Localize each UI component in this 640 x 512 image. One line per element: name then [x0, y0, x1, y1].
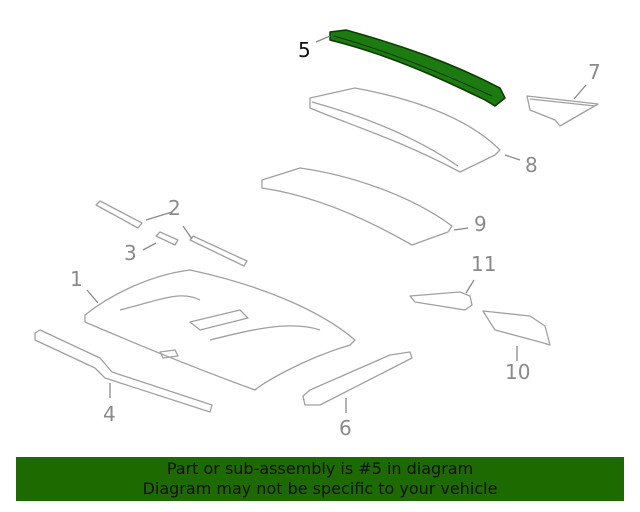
part-4-rail[interactable] [34, 329, 213, 413]
part-9-panel[interactable] [261, 167, 453, 246]
callout-5[interactable]: 5 [298, 38, 311, 62]
info-banner: Part or sub-assembly is #5 in diagram Di… [16, 457, 624, 501]
part-5-roof-bow[interactable] [329, 29, 506, 107]
parts-diagram [34, 29, 599, 413]
banner-line-1: Part or sub-assembly is #5 in diagram [166, 459, 474, 478]
callout-10[interactable]: 10 [505, 360, 531, 384]
callout-9[interactable]: 9 [474, 212, 487, 236]
callout-1[interactable]: 1 [70, 267, 83, 291]
callout-2[interactable]: 2 [168, 196, 181, 220]
part-11-trim[interactable] [409, 291, 473, 311]
callout-8[interactable]: 8 [525, 153, 538, 177]
part-3-block[interactable] [155, 231, 179, 246]
part-2-strips[interactable] [95, 200, 248, 267]
part-10-trim[interactable] [482, 310, 551, 346]
part-6-rail[interactable] [302, 351, 413, 406]
banner-line-2: Diagram may not be specific to your vehi… [142, 479, 498, 498]
part-7-bracket[interactable] [526, 95, 599, 127]
callout-4[interactable]: 4 [103, 402, 116, 426]
part-1-roof-panel[interactable] [84, 269, 356, 391]
callout-6[interactable]: 6 [339, 416, 352, 440]
callout-3[interactable]: 3 [124, 241, 137, 265]
callout-7[interactable]: 7 [588, 60, 601, 84]
part-8-panel[interactable] [309, 87, 501, 173]
callout-11[interactable]: 11 [471, 252, 497, 276]
